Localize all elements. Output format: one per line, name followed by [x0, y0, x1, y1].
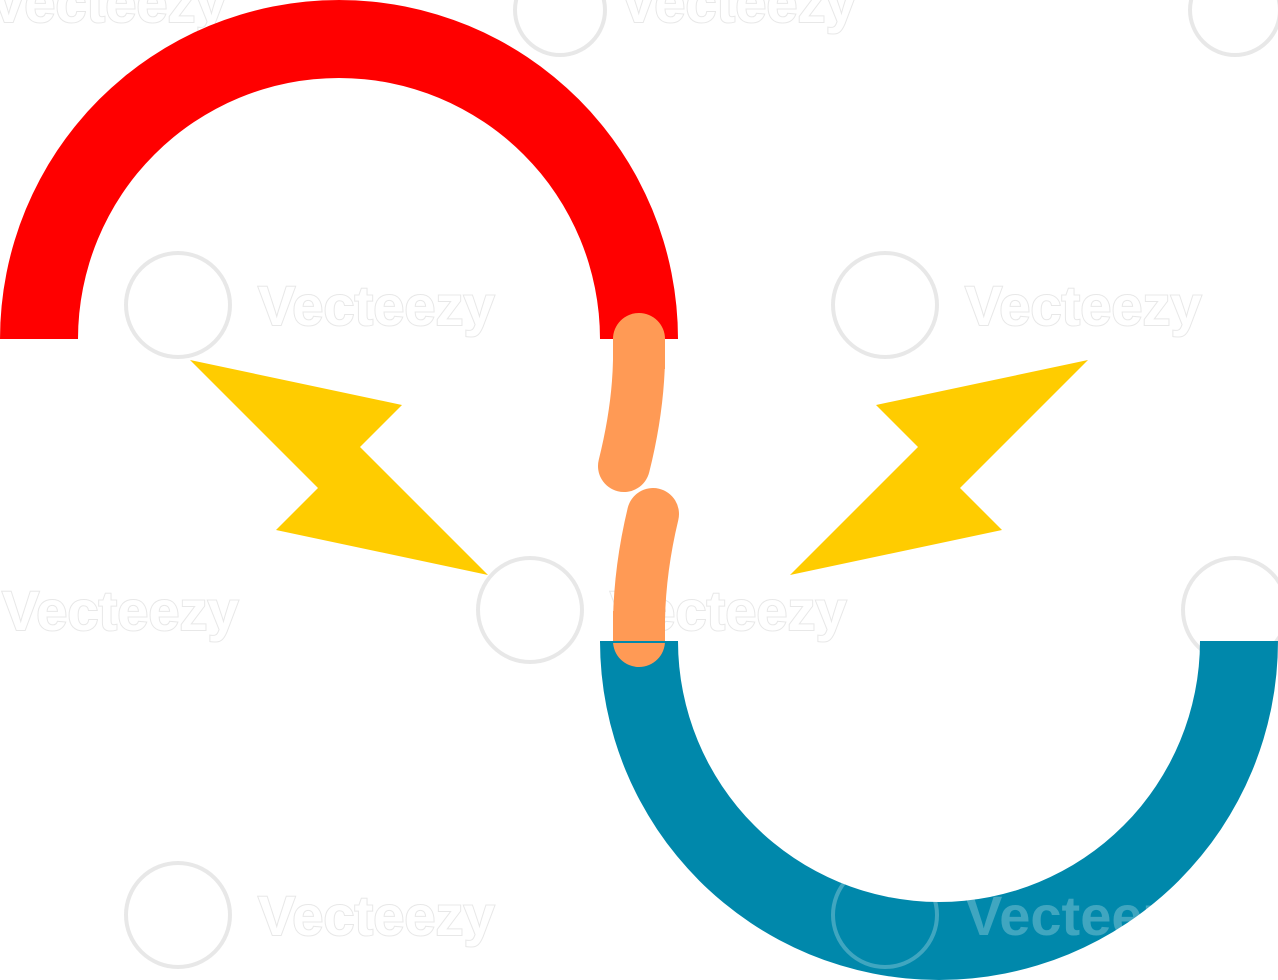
watermark-5: Vecteezy — [124, 861, 496, 969]
watermark-text: Vecteezy — [0, 0, 227, 34]
lightning-bolt-icon — [790, 360, 1088, 575]
watermark-logo-icon — [124, 251, 232, 359]
watermark-logo-icon — [831, 861, 939, 969]
wire-end-icon — [613, 611, 665, 641]
lightning-bolt-icon — [190, 360, 488, 575]
watermark-logo-icon — [476, 556, 584, 664]
watermark-logo-icon — [1188, 0, 1278, 57]
wire-end-icon — [613, 339, 665, 369]
watermark-text: Vecteezy — [258, 274, 495, 337]
watermark-logo-icon — [513, 0, 607, 57]
watermark-text: Vecteezy — [965, 274, 1202, 337]
watermark-4: Vecteezy — [1, 578, 240, 643]
watermark-text: Vecteezy — [258, 884, 495, 947]
watermark-logo-icon — [831, 251, 939, 359]
blue-arc-icon — [600, 641, 1278, 980]
watermark-text: Vecteezy — [2, 579, 239, 642]
watermark-9 — [1188, 0, 1278, 57]
blue-arc-icon — [600, 641, 678, 643]
watermark-1: Vecteezy — [124, 251, 496, 359]
watermark-text: Vecteezy — [620, 0, 857, 34]
watermark-text: Vecteezy — [965, 884, 1202, 947]
watermark-2: Vecteezy — [831, 251, 1203, 359]
red-arc-icon — [0, 0, 678, 339]
watermark-8: Vecteezy — [0, 0, 228, 35]
watermark-7: Vecteezy — [513, 0, 858, 57]
watermark-overlay: Vecteezy — [831, 861, 1202, 969]
watermark-logo-icon — [124, 861, 232, 969]
